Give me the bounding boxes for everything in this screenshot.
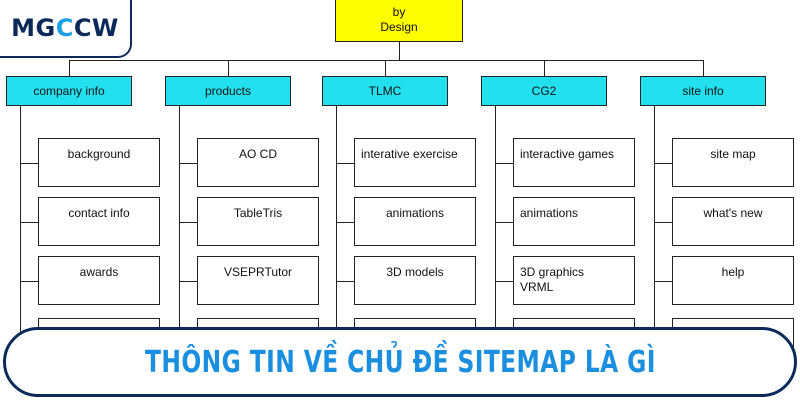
leaf-label: AO CD [238,147,277,161]
title-banner: THÔNG TIN VỀ CHỦ ĐỀ SITEMAP LÀ GÌ [3,327,797,397]
leaf-node: interative exercise [354,138,476,187]
leaf-connector [179,280,197,282]
leaf-label: animations [385,206,445,220]
column-spine [495,106,496,346]
leaf-label: awards [79,265,119,279]
leaf-connector [654,162,672,164]
category-connector-site-info [703,60,704,76]
leaf-node: 3D graphics VRML [513,256,635,305]
top-bus-line [69,60,703,61]
column-spine [179,106,180,346]
leaf-label: VSEPRTutor [223,265,293,279]
leaf-connector [495,221,513,223]
logo-prefix: MG [11,14,56,42]
leaf-label: contact info [68,206,130,220]
leaf-label: 3D graphics VRML [520,265,585,294]
category-connector-tlmc [385,60,386,76]
leaf-node: interactive games [513,138,635,187]
category-label: products [204,84,252,98]
banner-title: THÔNG TIN VỀ CHỦ ĐỀ SITEMAP LÀ GÌ [144,344,656,380]
leaf-connector [336,162,354,164]
leaf-connector [179,221,197,223]
category-tlmc: TLMC [322,76,448,106]
leaf-connector [495,162,513,164]
leaf-node: VSEPRTutor [197,256,319,305]
leaf-label: 3D models [386,265,444,279]
leaf-connector [336,221,354,223]
leaf-connector [654,280,672,282]
leaf-node: contact info [38,197,160,246]
leaf-node: site map [672,138,794,187]
leaf-node: awards [38,256,160,305]
root-node-label: by Design [380,5,418,34]
leaf-connector [20,280,38,282]
column-spine [654,106,655,346]
column-spine [336,106,337,346]
leaf-label: background [67,147,131,161]
leaf-connector [179,162,197,164]
category-site-info: site info [640,76,766,106]
leaf-connector [336,280,354,282]
category-label: TLMC [368,84,402,98]
leaf-connector [495,280,513,282]
category-label: company info [33,84,105,98]
category-company-info: company info [6,76,132,106]
leaf-node: animations [513,197,635,246]
leaf-label: animations [520,206,579,220]
column-spine [20,106,21,346]
leaf-label: interative exercise [361,147,458,161]
leaf-label: site map [710,147,756,161]
category-connector-company-info [69,60,70,76]
category-connector-cg2 [544,60,545,76]
leaf-node: animations [354,197,476,246]
leaf-connector [654,221,672,223]
category-label: site info [682,84,724,98]
logo-suffix: CW [73,14,119,42]
leaf-node: what's new [672,197,794,246]
category-connector-products [228,60,229,76]
leaf-label: help [721,265,745,279]
leaf-node: TableTris [197,197,319,246]
leaf-connector [20,162,38,164]
root-node: by Design [335,0,463,42]
logo-accent: C [55,14,74,42]
category-products: products [165,76,291,106]
leaf-node: 3D models [354,256,476,305]
leaf-label: TableTris [233,206,283,220]
leaf-node: help [672,256,794,305]
leaf-label: what's new [703,206,763,220]
category-cg2: CG2 [481,76,607,106]
category-label: CG2 [531,84,557,98]
leaf-connector [20,221,38,223]
leaf-node: background [38,138,160,187]
leaf-label: interactive games [520,147,615,161]
leaf-node: AO CD [197,138,319,187]
root-connector [399,42,400,60]
